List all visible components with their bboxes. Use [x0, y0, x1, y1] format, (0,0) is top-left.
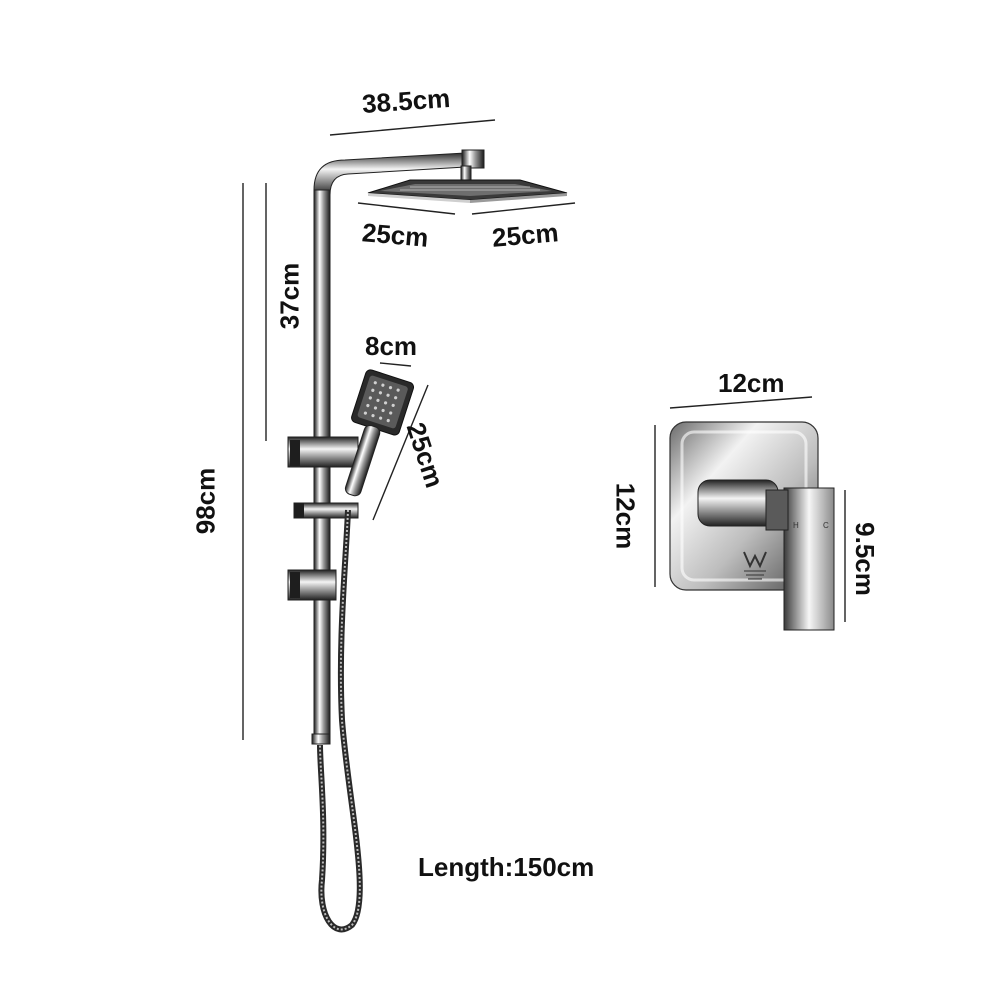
- watermark-logo-icon: [743, 551, 767, 580]
- arm-height-label: 37cm: [274, 262, 305, 330]
- riser-end-cap: [311, 733, 331, 745]
- arm-width-label: 38.5cm: [361, 82, 452, 120]
- mixer-hot-mark: H: [793, 521, 799, 530]
- total-height-label: 98cm: [190, 467, 221, 535]
- lever-height-label: 9.5cm: [849, 522, 880, 596]
- head-width-line: [471, 202, 576, 215]
- hose-length-label: Length:150cm: [418, 852, 595, 882]
- handheld-length-line: [372, 384, 429, 521]
- head-width-label: 25cm: [490, 217, 560, 253]
- mixer-cold-mark: C: [823, 521, 829, 530]
- mixer-width-label: 12cm: [718, 368, 785, 398]
- handheld-width-line: [379, 362, 412, 367]
- mixer-lever: [783, 487, 835, 631]
- handheld-width-label: 8cm: [365, 331, 418, 361]
- dimension-lines: [242, 119, 846, 740]
- head-depth-line: [357, 202, 456, 215]
- mixer-height-label: 12cm: [610, 482, 641, 550]
- head-depth-label: 25cm: [360, 217, 430, 253]
- shower-rail-set: [287, 149, 568, 933]
- wall-mixer: [669, 421, 835, 631]
- hand-shower: [344, 369, 415, 497]
- arm-elbow: [461, 149, 485, 169]
- mixer-width-line: [669, 396, 813, 409]
- arm-width-line: [329, 119, 496, 136]
- hand-shower-handle: [344, 424, 381, 497]
